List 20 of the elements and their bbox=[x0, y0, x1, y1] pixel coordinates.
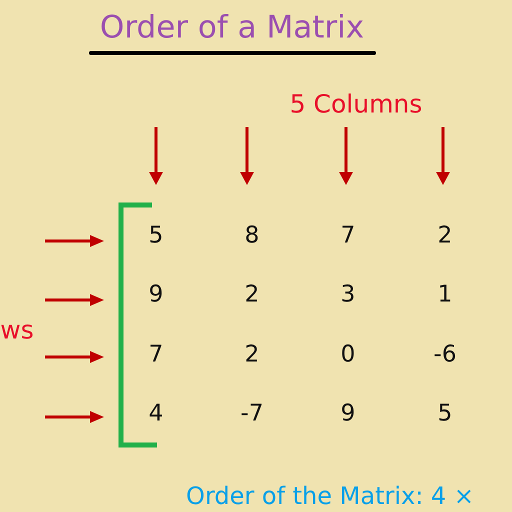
axis-label: 5 Columns bbox=[290, 92, 422, 116]
matrix-entry: 8 bbox=[244, 224, 260, 248]
matrix-entry: 1 bbox=[438, 284, 452, 306]
matrix-entry: 9 bbox=[148, 284, 164, 306]
axis-label: ws bbox=[0, 318, 34, 342]
matrix-entry: 3 bbox=[340, 284, 356, 306]
matrix-entry: -6 bbox=[434, 344, 456, 366]
matrix-entry: 4 bbox=[148, 402, 164, 426]
matrix-entry: 7 bbox=[148, 344, 164, 366]
matrix-entry: 9 bbox=[340, 402, 356, 426]
matrix-entry: 7 bbox=[340, 224, 356, 248]
matrix-entry: -7 bbox=[240, 402, 264, 426]
matrix-entry: 2 bbox=[244, 284, 260, 306]
matrix-entry: 5 bbox=[148, 224, 164, 248]
caption: Order of the Matrix: 4 × bbox=[186, 484, 474, 508]
title: Order of a Matrix bbox=[100, 12, 364, 44]
matrix-entry: 5 bbox=[438, 402, 452, 426]
matrix-entry: 2 bbox=[244, 344, 260, 366]
matrix-entry: 2 bbox=[438, 224, 452, 248]
matrix-entry: 0 bbox=[340, 344, 356, 366]
